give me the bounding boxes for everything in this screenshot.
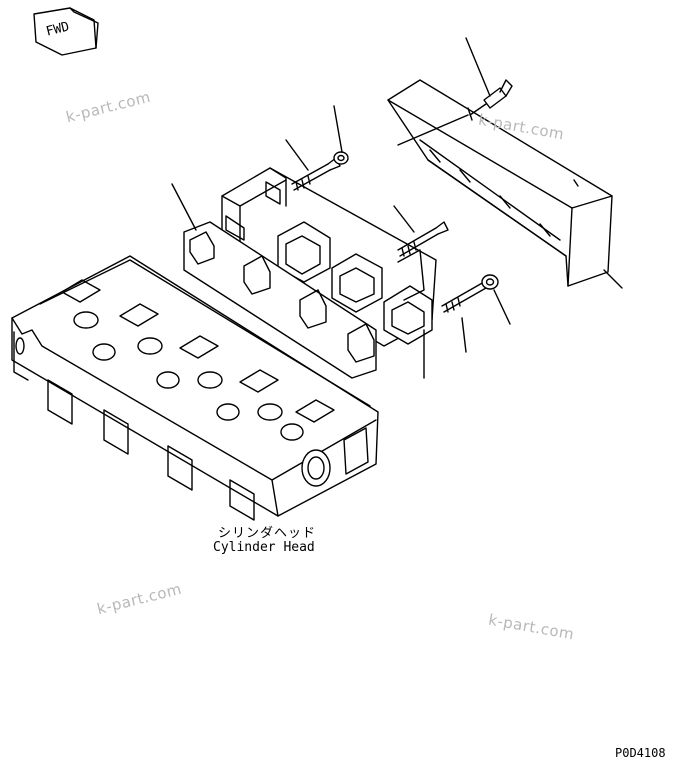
heat-shield-cover	[387, 79, 613, 287]
cylinder-head	[11, 255, 379, 521]
fwd-arrow-badge	[33, 7, 99, 56]
manifold-gasket	[183, 221, 377, 379]
exhaust-manifold	[221, 167, 437, 347]
manifold-washer-upper	[333, 151, 349, 165]
heat-shield-bolt	[467, 79, 513, 121]
cylinder-head-label-jp: シリンダヘッド	[218, 526, 317, 541]
drawing-code: P0D4108	[615, 746, 666, 760]
leader-lines	[171, 37, 623, 379]
cylinder-head-label-en: Cylinder Head	[213, 540, 315, 555]
manifold-bolt-lower	[441, 281, 487, 313]
manifold-bolt-middle	[397, 221, 449, 257]
manifold-washer-lower	[481, 274, 499, 290]
